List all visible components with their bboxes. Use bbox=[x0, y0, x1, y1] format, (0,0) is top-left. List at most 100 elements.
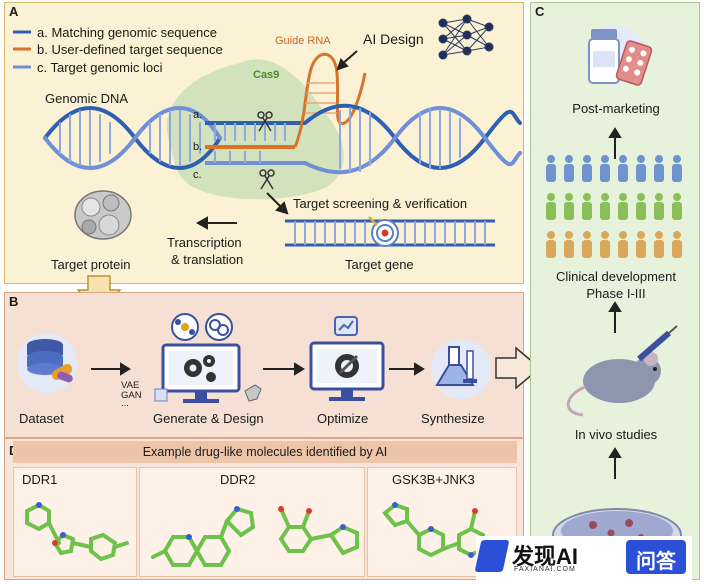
dataset-icon bbox=[17, 333, 77, 393]
person-body bbox=[582, 202, 592, 220]
panel-c-tag: C bbox=[535, 4, 545, 19]
person-icon bbox=[565, 193, 573, 201]
post-marketing-label: Post-marketing bbox=[572, 101, 660, 116]
person-icon bbox=[637, 231, 645, 239]
molecule-ddr1 bbox=[25, 502, 129, 562]
person-icon bbox=[547, 231, 555, 239]
panel-a-graphics bbox=[13, 14, 522, 247]
ai-design-arrow bbox=[336, 50, 358, 71]
molecule-label-ddr2: DDR2 bbox=[220, 472, 256, 487]
panel-b-graphics bbox=[17, 313, 491, 403]
person-body bbox=[582, 240, 592, 258]
molecule-gsk3b-jnk3-n-atoms bbox=[392, 502, 474, 558]
logo-mark-icon bbox=[474, 540, 510, 572]
person-icon bbox=[565, 155, 573, 163]
person-body bbox=[654, 240, 664, 258]
person-body bbox=[618, 240, 628, 258]
step-dataset: Dataset bbox=[19, 411, 64, 426]
person-body bbox=[600, 240, 610, 258]
molecule-ddr1-n-atoms bbox=[36, 502, 66, 538]
person-body bbox=[564, 202, 574, 220]
person-body bbox=[564, 164, 574, 182]
in-vivo-label: In vivo studies bbox=[574, 427, 658, 442]
panel-a: A bbox=[4, 2, 524, 284]
panel-a-tag: A bbox=[9, 4, 19, 19]
neural-network-icon bbox=[438, 14, 494, 60]
screening-arrow bbox=[266, 192, 289, 215]
ai-design-label: AI Design bbox=[363, 31, 424, 47]
person-body bbox=[600, 202, 610, 220]
person-icon bbox=[655, 193, 663, 201]
person-icon bbox=[601, 193, 609, 201]
person-icon bbox=[583, 231, 591, 239]
molecule-ddr2-b bbox=[278, 507, 359, 556]
person-body bbox=[564, 240, 574, 258]
scissors-icon bbox=[257, 111, 275, 190]
person-icon bbox=[547, 155, 555, 163]
logo-badge: 问答 bbox=[626, 540, 686, 574]
step-optimize: Optimize bbox=[317, 411, 369, 426]
person-body bbox=[618, 202, 628, 220]
target-gene-label: Target gene bbox=[345, 257, 414, 272]
trial-participants bbox=[546, 155, 682, 258]
transcription-arrow bbox=[195, 216, 237, 230]
model-label-gan: GAN bbox=[121, 390, 142, 401]
person-body bbox=[546, 240, 556, 258]
panel-c: C bbox=[530, 2, 700, 580]
molecule-label-gsk3b-jnk3: GSK3B+JNK3 bbox=[392, 472, 475, 487]
optimize-monitor-icon bbox=[309, 316, 385, 401]
target-protein-label: Target protein bbox=[51, 257, 131, 272]
panel-b: B bbox=[4, 292, 524, 438]
person-body bbox=[600, 164, 610, 182]
step-synthesize: Synthesize bbox=[421, 411, 485, 426]
molecule-ddr2-a bbox=[151, 506, 256, 567]
flask-icon bbox=[431, 339, 491, 399]
logo-badge-text: 问答 bbox=[636, 551, 676, 573]
person-body bbox=[618, 164, 628, 182]
clinical-label-line2: Phase I-III bbox=[586, 286, 646, 301]
person-body bbox=[672, 202, 682, 220]
guide-rna-label: Guide RNA bbox=[275, 35, 331, 47]
person-icon bbox=[619, 193, 627, 201]
target-screening-label: Target screening & verification bbox=[293, 196, 468, 211]
step-generate: Generate & Design bbox=[153, 411, 264, 426]
person-icon bbox=[637, 193, 645, 201]
person-icon bbox=[673, 155, 681, 163]
legend-a-label: a. Matching genomic sequence bbox=[37, 25, 217, 40]
person-icon bbox=[637, 155, 645, 163]
person-icon bbox=[565, 231, 573, 239]
dna-helix-left bbox=[43, 106, 222, 170]
genomic-dna-label: Genomic DNA bbox=[45, 91, 129, 106]
person-icon bbox=[601, 155, 609, 163]
molecule-gsk3b-jnk3-o-atoms bbox=[472, 508, 478, 514]
person-body bbox=[654, 164, 664, 182]
strand-c-label: c. bbox=[193, 169, 202, 181]
arrow-b-to-c bbox=[495, 346, 542, 390]
model-label-vae: VAE bbox=[121, 380, 140, 391]
person-icon bbox=[601, 231, 609, 239]
strand-a-label: a. bbox=[193, 109, 203, 121]
medicine-bottle-icon bbox=[585, 25, 653, 86]
person-icon bbox=[673, 231, 681, 239]
logo-subtext: FAXIANAI.COM bbox=[514, 566, 576, 573]
person-body bbox=[654, 202, 664, 220]
person-icon bbox=[547, 193, 555, 201]
dna-helix-right bbox=[303, 103, 522, 175]
legend-c-label: c. Target genomic loci bbox=[37, 60, 163, 75]
person-body bbox=[546, 164, 556, 182]
panel-b-tag: B bbox=[9, 294, 19, 309]
protein-structure-icon bbox=[74, 190, 132, 240]
person-icon bbox=[583, 193, 591, 201]
person-body bbox=[672, 240, 682, 258]
person-icon bbox=[655, 155, 663, 163]
dna-open-region bbox=[205, 121, 305, 165]
clinical-label-line1: Clinical development bbox=[556, 269, 676, 284]
up-arrows bbox=[608, 127, 622, 479]
flow-arrows bbox=[91, 362, 425, 376]
person-body bbox=[546, 202, 556, 220]
strand-b-label: b. bbox=[193, 141, 203, 153]
person-body bbox=[636, 202, 646, 220]
transcription-label-line2: & translation bbox=[171, 252, 244, 267]
target-icon bbox=[368, 216, 399, 247]
mouse-icon bbox=[566, 325, 678, 417]
